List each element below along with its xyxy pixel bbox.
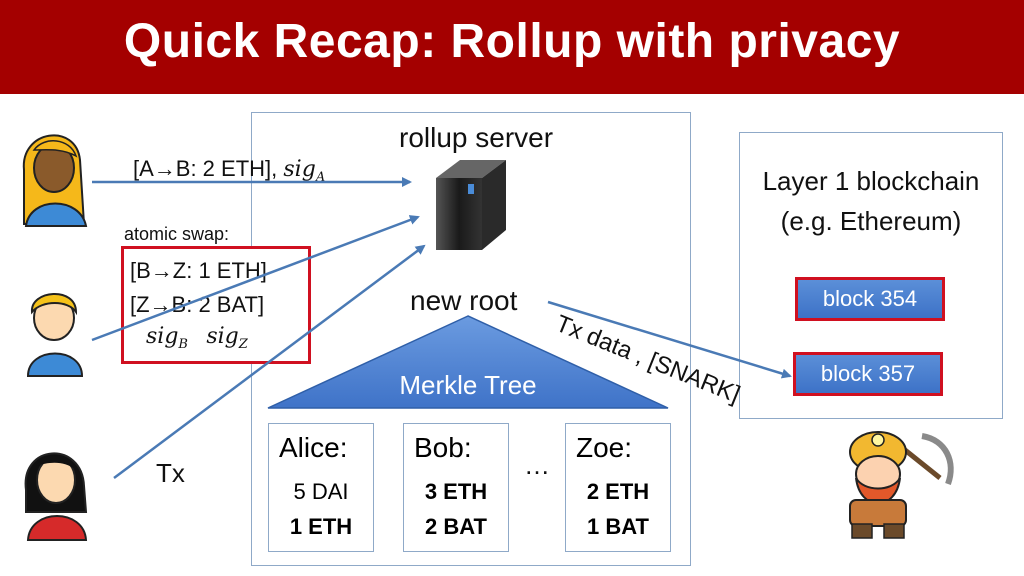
account-balance-2: 1 BAT xyxy=(587,514,649,539)
swap-line1: [B→Z: 1 ETH] xyxy=(130,258,267,283)
slide-title: Quick Recap: Rollup with privacy xyxy=(123,15,901,68)
account-alice: Alice: 5 DAI 1 ETH xyxy=(268,423,374,552)
account-bob: Bob: 3 ETH 2 BAT xyxy=(403,423,509,552)
tx-label: Tx xyxy=(156,458,185,488)
alice-sig-sub: A xyxy=(315,170,326,185)
sig-z: sig xyxy=(206,324,239,349)
accounts-ellipsis: … xyxy=(524,450,550,480)
user-dark-hair-woman-icon xyxy=(24,452,88,541)
account-balance-1: 3 ETH xyxy=(424,479,488,504)
account-balance-1: 2 ETH xyxy=(586,479,650,504)
account-zoe: Zoe: 2 ETH 1 BAT xyxy=(565,423,671,552)
block-354-label: block 354 xyxy=(822,286,918,311)
title-bar: Quick Recap: Rollup with privacy xyxy=(0,0,1024,94)
account-name: Zoe: xyxy=(576,432,633,463)
sig-b-sub: B xyxy=(178,337,188,352)
swap-line2: [Z→B: 2 BAT] xyxy=(130,292,265,317)
miner-icon xyxy=(849,431,954,539)
new-root-label: new root xyxy=(410,285,518,316)
account-balance-2: 2 BAT xyxy=(425,514,487,539)
swap-sigs: sigB sigZ xyxy=(146,323,248,352)
sig-z-sub: Z xyxy=(238,337,248,352)
alice-tx-label: [A→B: 2 ETH], sigA xyxy=(133,156,325,185)
user-blonde-woman-icon xyxy=(22,134,88,227)
block-357: block 357 xyxy=(793,352,943,396)
account-name: Bob: xyxy=(414,432,472,463)
layer1-title-line2: (e.g. Ethereum) xyxy=(780,206,962,236)
account-name: Alice: xyxy=(279,432,348,463)
layer1-title-line1: Layer 1 blockchain xyxy=(762,166,980,196)
account-balance-1: 5 DAI xyxy=(293,479,349,504)
user-blond-man-icon xyxy=(26,293,84,377)
rollup-server-label: rollup server xyxy=(399,122,554,153)
alice-sig: sig xyxy=(283,157,316,182)
block-357-label: block 357 xyxy=(820,361,916,386)
block-354: block 354 xyxy=(795,277,945,321)
account-balance-2: 1 ETH xyxy=(289,514,353,539)
atomic-swap-label: atomic swap: xyxy=(124,224,230,244)
sig-b: sig xyxy=(146,324,179,349)
alice-tx-text: [A→B: 2 ETH], xyxy=(133,156,278,181)
